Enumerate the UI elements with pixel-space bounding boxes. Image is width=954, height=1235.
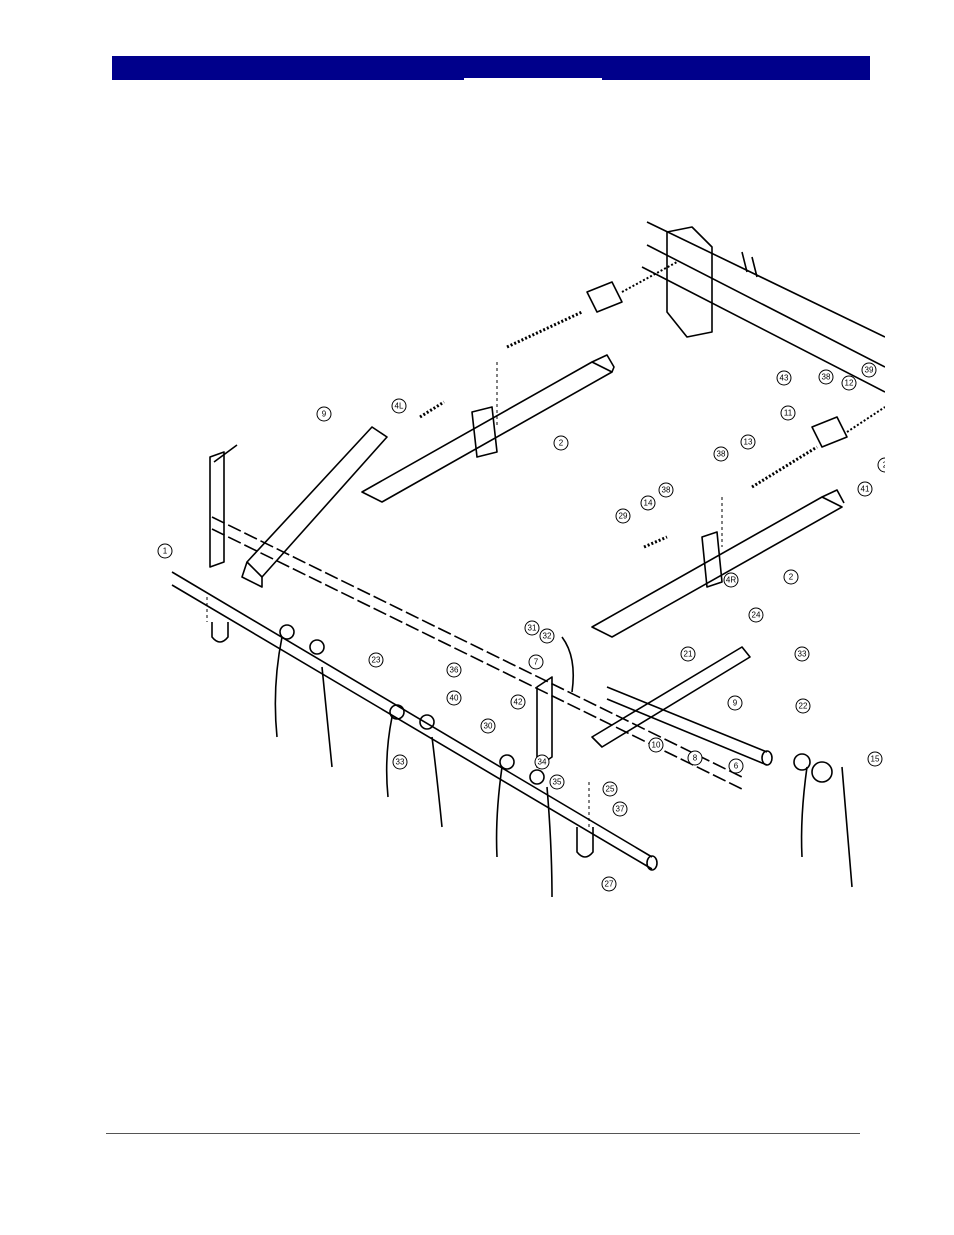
callout-number: 12 <box>845 379 854 388</box>
callout-number: 2 <box>559 439 564 448</box>
callout-number: 35 <box>553 778 562 787</box>
callout-number: 13 <box>744 438 753 447</box>
callout-circle <box>728 758 744 774</box>
callout-number: 27 <box>605 880 614 889</box>
footer-rule <box>106 1133 860 1134</box>
callout-number: 40 <box>450 694 459 703</box>
callout-number: 29 <box>619 512 628 521</box>
callout-circle <box>549 774 565 790</box>
callout-number: 4L <box>395 402 404 411</box>
callout-circle <box>877 457 885 473</box>
callout-number: 34 <box>538 758 547 767</box>
callout-number: 24 <box>752 611 761 620</box>
callout-circle <box>601 876 617 892</box>
callout-circle <box>776 370 792 386</box>
callout-circle <box>446 690 462 706</box>
callout-number: 9 <box>733 699 738 708</box>
callout-circle <box>528 654 544 670</box>
callout-circle <box>680 646 696 662</box>
callout-number: 33 <box>396 758 405 767</box>
callout-circle <box>510 694 526 710</box>
callout-circle <box>658 482 674 498</box>
callout-number: 22 <box>799 702 808 711</box>
callout-circle <box>818 369 834 385</box>
callout-number: 38 <box>717 450 726 459</box>
callout-number: 14 <box>644 499 653 508</box>
callout-circle <box>539 628 555 644</box>
callout-number: 41 <box>861 485 870 494</box>
callout-number: 38 <box>822 373 831 382</box>
callout-circle <box>391 398 407 414</box>
callout-circle <box>795 698 811 714</box>
callout-circle <box>727 695 743 711</box>
callout-number: 9 <box>322 410 327 419</box>
callout-circle <box>794 646 810 662</box>
callout-circle <box>446 662 462 678</box>
callout-labels: 94L12274R2422933211086152336403342303435… <box>157 362 885 892</box>
callout-number: 1 <box>163 547 168 556</box>
callout-circle <box>316 406 332 422</box>
callout-circle <box>723 572 739 588</box>
callout-number: 39 <box>865 366 874 375</box>
callout-circle <box>867 751 883 767</box>
right-triangle-icon: ► <box>940 60 953 75</box>
callout-circle <box>648 737 664 753</box>
callout-circle <box>783 569 799 585</box>
callout-circle <box>748 607 764 623</box>
callout-circle <box>615 508 631 524</box>
callout-circle <box>602 781 618 797</box>
callout-circle <box>713 446 729 462</box>
callout-number: 43 <box>780 374 789 383</box>
callout-number: 2 <box>789 573 794 582</box>
callout-circle <box>841 375 857 391</box>
callout-number: 4R <box>726 576 736 585</box>
callout-circle <box>687 750 703 766</box>
callout-number: 31 <box>528 624 537 633</box>
callout-circle <box>534 754 550 770</box>
callout-circle <box>780 405 796 421</box>
callout-number: 7 <box>534 658 539 667</box>
exploded-assembly-drawing: 94L12274R2422933211086152336403342303435… <box>157 221 885 898</box>
callout-number: 25 <box>606 785 615 794</box>
callout-number: 23 <box>372 656 381 665</box>
callout-number: 33 <box>798 650 807 659</box>
callout-number: 6 <box>734 762 739 771</box>
callout-number: 36 <box>450 666 459 675</box>
callout-circle <box>524 620 540 636</box>
callout-number: 38 <box>662 486 671 495</box>
callout-number: 15 <box>871 755 880 764</box>
callout-number: 21 <box>684 650 693 659</box>
callout-circle <box>740 434 756 450</box>
callout-circle <box>861 362 877 378</box>
callout-number: 42 <box>514 698 523 707</box>
callout-number: 37 <box>616 805 625 814</box>
callout-number: 30 <box>484 722 493 731</box>
callout-number: 10 <box>652 741 661 750</box>
callout-circle <box>553 435 569 451</box>
callout-circle <box>612 801 628 817</box>
callout-circle <box>392 754 408 770</box>
header-bar: ► <box>112 56 953 80</box>
callout-circle <box>640 495 656 511</box>
callout-circle <box>480 718 496 734</box>
callout-number: 2 <box>883 461 885 470</box>
callout-circle <box>368 652 384 668</box>
next-page-link[interactable]: ► <box>464 56 953 80</box>
callout-number: 11 <box>784 409 793 418</box>
callout-number: 8 <box>693 754 698 763</box>
callout-circle <box>857 481 873 497</box>
callout-number: 32 <box>543 632 552 641</box>
callout-circle <box>157 543 173 559</box>
